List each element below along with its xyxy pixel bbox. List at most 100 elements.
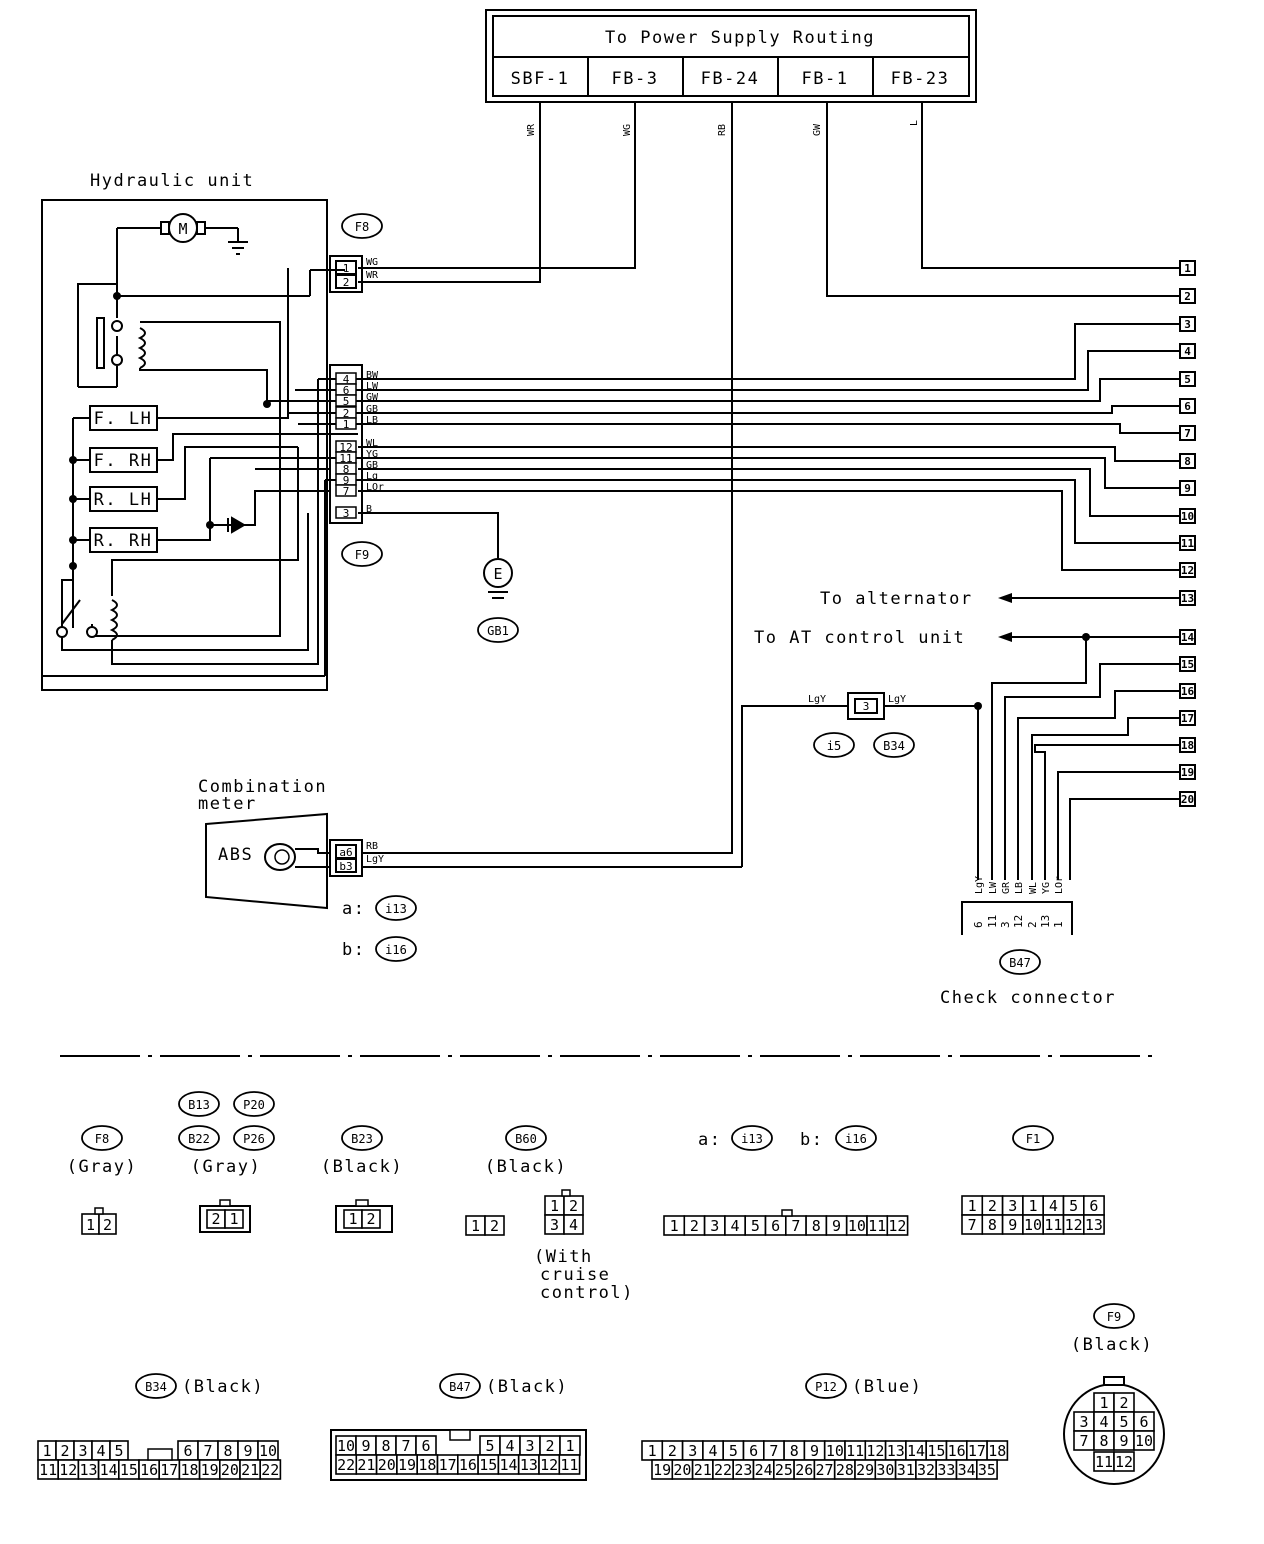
legend-f9-pin: 5 <box>1119 1413 1128 1431</box>
terminal-box <box>1179 343 1196 359</box>
legend-b60-note: control) <box>540 1283 634 1303</box>
b34-tag: B34 <box>873 732 915 758</box>
f9-pin: 6 <box>343 384 350 397</box>
arrow-to-alternator <box>998 593 1012 603</box>
legend-i13-pin: 8 <box>812 1217 821 1235</box>
legend-b47-key <box>449 1429 471 1441</box>
f9-pin-cell <box>335 506 357 519</box>
terminal-box <box>1179 316 1196 332</box>
arrow-to-at-unit <box>998 632 1012 642</box>
legend-p12-pin: 28 <box>836 1461 854 1479</box>
legend-b60a-cell <box>484 1215 505 1236</box>
legend-p12-pin: 19 <box>653 1461 671 1479</box>
terminal-box <box>1179 683 1196 699</box>
legend-b60b-pin: 4 <box>569 1216 578 1234</box>
legend-f1-pin: 2 <box>988 1197 997 1215</box>
terminal-number: 2 <box>1184 290 1191 303</box>
i5-wire-left: LgY <box>808 694 826 705</box>
f8-wire: WR <box>366 270 379 281</box>
terminal-box <box>1179 791 1196 807</box>
legend-b47-color: (Black) <box>486 1377 568 1397</box>
terminal-box <box>1179 453 1196 469</box>
connector-f8 <box>329 255 363 293</box>
legend-b47-pin: 19 <box>398 1456 416 1474</box>
check-pin: 1 <box>1052 921 1065 928</box>
terminal-box <box>1179 535 1196 551</box>
legend-p12-pin: 27 <box>816 1461 834 1479</box>
check-pin: 2 <box>1026 921 1039 928</box>
check-pin: 6 <box>972 921 985 928</box>
check-pin: 13 <box>1039 915 1052 928</box>
legend-b34-tag: B34 <box>135 1373 177 1399</box>
terminal-number: 14 <box>1181 631 1195 644</box>
legend-b34-key <box>147 1448 173 1461</box>
fuse-label: FB-3 <box>612 69 659 89</box>
check-wire-label: LW <box>988 881 999 894</box>
wire-label: WG <box>622 124 633 136</box>
f9-pin: 2 <box>343 407 350 420</box>
i5-tag: i5 <box>813 732 855 758</box>
svg-text:GB1: GB1 <box>487 624 509 638</box>
legend-b47-pin: 14 <box>500 1456 518 1474</box>
legend-i13-pin: 1 <box>670 1217 679 1235</box>
terminal-number: 16 <box>1181 685 1195 698</box>
legend-p12-pin: 8 <box>790 1442 799 1460</box>
legend-b60-note: (With <box>534 1247 593 1267</box>
terminal-number: 15 <box>1181 658 1194 671</box>
f8-wire: WG <box>366 257 378 268</box>
legend-f1-pin: 9 <box>1008 1216 1017 1234</box>
f9-pin-cell <box>335 484 357 497</box>
legend-b13-pin: 2 <box>211 1210 220 1228</box>
legend-f9-pin: 2 <box>1119 1394 1128 1412</box>
hydraulic-dots <box>69 292 271 570</box>
svg-text:B23: B23 <box>351 1132 373 1146</box>
f9-pin: 12 <box>339 441 352 454</box>
connector-i5 <box>847 692 885 720</box>
legend-b60b-pin: 1 <box>550 1197 559 1215</box>
svg-text:i16: i16 <box>385 943 407 957</box>
f9-pin: 5 <box>343 395 350 408</box>
svg-text:i13: i13 <box>741 1132 763 1146</box>
terminal-box <box>1179 590 1196 606</box>
check-connector-title: Check connector <box>940 988 1116 1008</box>
svg-text:i16: i16 <box>845 1132 867 1146</box>
legend-b34-pin: 9 <box>243 1442 252 1460</box>
legend-b60-tag: B60 <box>505 1125 547 1151</box>
legend-f9-pin: 8 <box>1099 1432 1108 1450</box>
legend-b13-tag: B13 <box>178 1091 220 1117</box>
legend-f8-pin: 1 <box>86 1216 95 1234</box>
legend-f9-pin: 10 <box>1135 1432 1153 1450</box>
legend-f9-pin: 1 <box>1099 1394 1108 1412</box>
legend-f9-cell <box>1113 1451 1135 1472</box>
f9-pin: 1 <box>343 418 350 431</box>
legend-b60b-pin: 2 <box>569 1197 578 1215</box>
meter-pin: a6 <box>339 846 352 859</box>
legend-f1-pin: 11 <box>1044 1216 1062 1234</box>
legend-f8-key <box>94 1207 104 1215</box>
legend-p12-pin: 13 <box>887 1442 905 1460</box>
check-wire-label: YG <box>1041 882 1052 894</box>
f8-tag: F8 <box>341 213 383 239</box>
alternator-label: To alternator <box>820 589 973 609</box>
legend-f9-tag: F9 <box>1093 1303 1135 1329</box>
legend-p12-cell <box>975 1459 998 1480</box>
legend-b34-pin: 18 <box>180 1461 198 1479</box>
legend-b34-pin: 22 <box>261 1461 279 1479</box>
legend-b60-key <box>561 1189 571 1197</box>
f9-wire: LOr <box>366 482 384 493</box>
f8-pin: 1 <box>343 262 350 275</box>
svg-text:B60: B60 <box>515 1132 537 1146</box>
legend-b34-pin: 6 <box>183 1442 192 1460</box>
valve-front-right: F. RH <box>94 451 153 471</box>
legend-f9-pin: 3 <box>1079 1413 1088 1431</box>
wire-label: WR <box>526 123 537 136</box>
legend-b34-pin: 1 <box>42 1442 51 1460</box>
meter-pin: b3 <box>339 860 352 873</box>
legend-b47-pin: 9 <box>361 1437 370 1455</box>
legend-p12-pin: 20 <box>673 1461 691 1479</box>
svg-text:i13: i13 <box>385 902 407 916</box>
legend-f8-tag: F8 <box>81 1125 123 1151</box>
